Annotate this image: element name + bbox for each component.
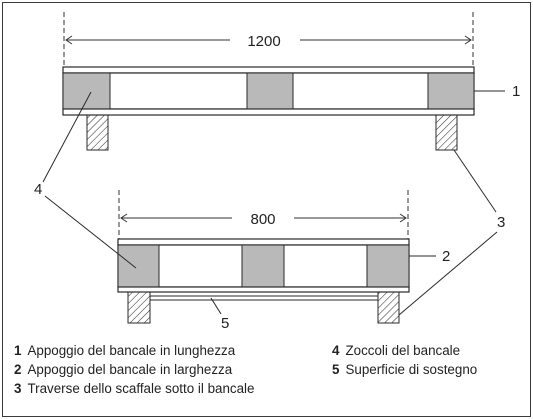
callout-5-label: 5 (221, 315, 229, 332)
legend-text: Appoggio del bancale in larghezza (27, 362, 233, 377)
legend-text: Traverse dello scaffale sotto il bancale (27, 381, 255, 396)
dimension-width-label: 800 (250, 211, 275, 228)
legend-item-1: 1 Appoggio del bancale in lunghezza (14, 341, 235, 360)
rack-beam-left (127, 291, 151, 324)
rack-beam-left (86, 114, 109, 151)
legend-number: 4 (332, 343, 340, 358)
dimension-1200: 1200 (65, 33, 472, 50)
bottom-deck-board (117, 286, 410, 293)
pallet-block (246, 72, 294, 110)
bottom-deck-board (62, 108, 475, 116)
dimension-800: 800 (120, 211, 407, 228)
pallet-block (241, 244, 285, 288)
callout-3: 3 (398, 149, 505, 316)
callout-4-label: 4 (34, 181, 42, 198)
legend-item-3: 3 Traverse dello scaffale sotto il bancal… (14, 379, 254, 398)
pallet-block (62, 72, 111, 110)
legend-text: Superficie di sostegno (345, 362, 478, 377)
pallet-widthwise: 800 (117, 190, 410, 324)
callout-5: 5 (210, 297, 229, 332)
top-deck-board (62, 66, 475, 74)
callout-1-label: 1 (512, 83, 520, 100)
legend-number: 5 (332, 362, 340, 377)
callout-4: 4 (34, 91, 137, 269)
legend-item-2: 2 Appoggio del bancale in larghezza (14, 360, 232, 379)
top-deck-board (117, 238, 410, 246)
pallet-block (366, 244, 410, 288)
legend-text: Appoggio del bancale in lunghezza (27, 343, 236, 358)
callout-2: 2 (409, 248, 450, 265)
legend-text: Zoccoli del bancale (345, 343, 461, 358)
pallet-block (117, 244, 160, 288)
pallet-block (427, 72, 475, 110)
pallet-lengthwise: 1200 (62, 12, 475, 151)
dimension-length-label: 1200 (247, 33, 280, 50)
callout-3-label: 3 (497, 214, 505, 231)
callout-1: 1 (474, 83, 520, 100)
legend-number: 3 (14, 381, 22, 396)
rack-beam-right (435, 114, 458, 151)
legend-item-4: 4 Zoccoli del bancale (332, 341, 460, 360)
callout-2-label: 2 (442, 248, 450, 265)
legend-number: 2 (14, 362, 22, 377)
rack-beam-right (377, 291, 400, 324)
legend-number: 1 (14, 343, 22, 358)
legend-item-5: 5 Superficie di sostegno (332, 360, 477, 379)
